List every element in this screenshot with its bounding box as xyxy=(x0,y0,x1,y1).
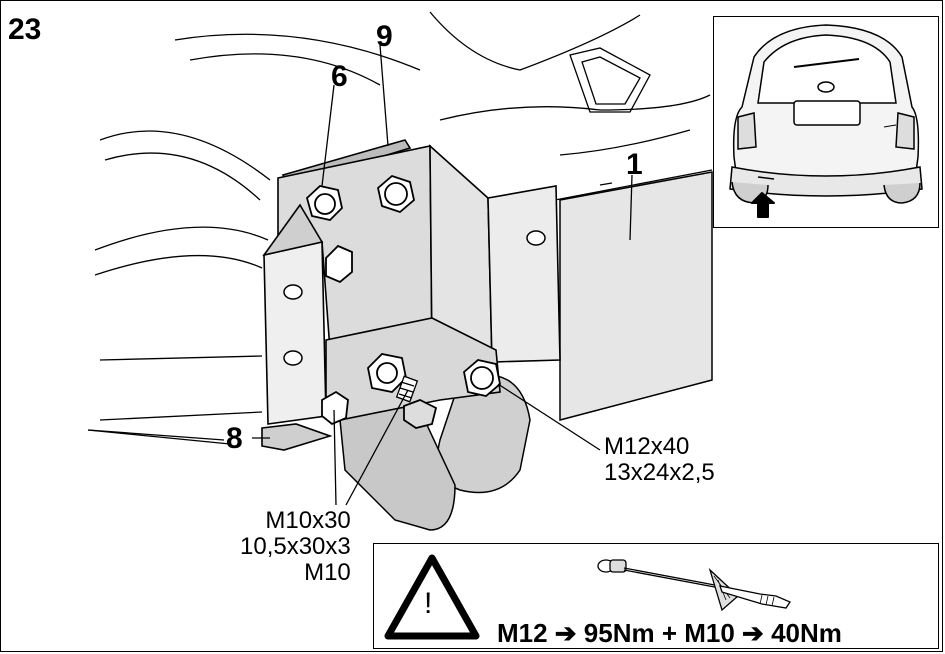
torque-wrench-icon xyxy=(597,559,791,612)
m10-nut-spec: M10 xyxy=(304,559,351,586)
m10-fastener-spec: M10x30 10,5x30x3 M10 xyxy=(240,508,351,586)
part-label-9: 9 xyxy=(376,20,393,53)
vehicle-rear-view xyxy=(729,24,923,218)
m12-bolt-spec: M12x40 xyxy=(604,433,690,460)
torque-specification: M12 ➔ 95Nm + M10 ➔ 40Nm xyxy=(497,618,842,648)
m10-bolt-spec: M10x30 xyxy=(265,507,351,534)
warning-exclamation: ! xyxy=(424,587,433,620)
m12-fastener-spec: M12x40 13x24x2,5 xyxy=(604,434,715,486)
torque-warning-box: ! xyxy=(373,543,939,649)
part-label-6: 6 xyxy=(331,60,348,93)
m12-washer-spec: 13x24x2,5 xyxy=(604,459,715,486)
step-number: 23 xyxy=(8,13,42,46)
part-label-1: 1 xyxy=(626,148,643,181)
warning-triangle-icon xyxy=(384,554,480,640)
m10-washer-spec: 10,5x30x3 xyxy=(240,533,351,560)
up-arrow-icon xyxy=(751,192,775,218)
part-label-8: 8 xyxy=(226,422,243,455)
vehicle-rear-view-inset xyxy=(713,16,939,228)
